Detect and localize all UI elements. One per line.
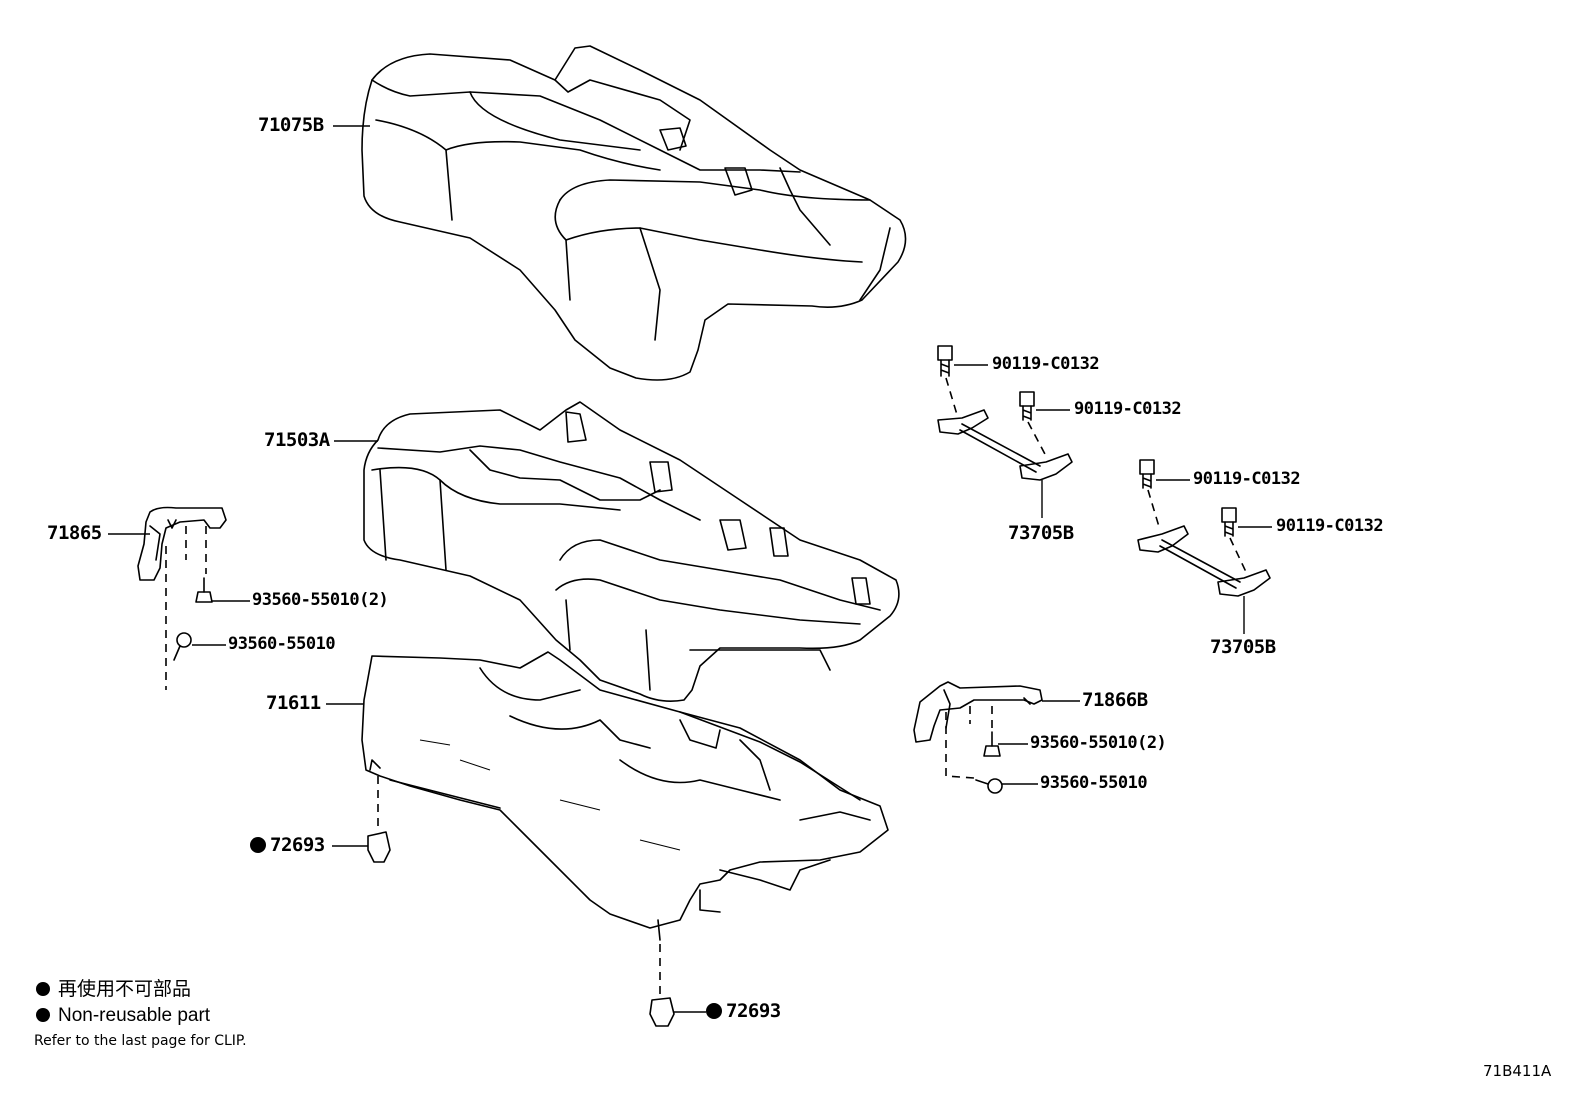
non-reusable-marker-icon bbox=[36, 982, 50, 996]
screw-right-lower bbox=[975, 778, 1003, 794]
leader-lines bbox=[108, 125, 1272, 1013]
label-lock-2: 73705B bbox=[1210, 636, 1276, 658]
label-screw-left-lower: 93560-55010 bbox=[228, 634, 336, 654]
legend-en-text: Non-reusable part bbox=[58, 1005, 211, 1026]
install-lines bbox=[165, 377, 1247, 996]
label-hinge-left: 71865 bbox=[47, 522, 102, 544]
bolt-3 bbox=[1139, 459, 1155, 489]
clip-left-code: 72693 bbox=[270, 834, 325, 856]
legend-jp-text: 再使用不可部品 bbox=[58, 979, 192, 1000]
label-bolt-3: 90119-C0132 bbox=[1193, 469, 1301, 489]
non-reusable-marker-icon bbox=[36, 1008, 50, 1022]
diagram-code: 71B411A bbox=[1483, 1062, 1552, 1080]
clip-left bbox=[367, 831, 391, 863]
label-seat-pad: 71503A bbox=[264, 429, 330, 451]
label-lock-1: 73705B bbox=[1008, 522, 1074, 544]
clip-bottom bbox=[649, 919, 675, 1027]
clip-note: Refer to the last page for CLIP. bbox=[34, 1033, 247, 1049]
hinge-right bbox=[913, 681, 1043, 743]
label-clip-bottom: 72693 bbox=[706, 1002, 781, 1021]
seat-cushion-pad bbox=[363, 401, 900, 702]
non-reusable-marker-icon bbox=[250, 837, 266, 853]
seat-cushion-frame bbox=[361, 651, 889, 929]
seat-lock-1 bbox=[937, 409, 1073, 481]
legend-jp: 再使用不可部品 bbox=[36, 980, 191, 999]
label-screw-right-lower: 93560-55010 bbox=[1040, 773, 1148, 793]
screw-left-upper bbox=[195, 577, 213, 603]
bolt-4 bbox=[1221, 507, 1237, 537]
screw-right-upper bbox=[983, 731, 1001, 757]
bolt-2 bbox=[1019, 391, 1035, 421]
label-seat-frame: 71611 bbox=[266, 692, 321, 714]
legend-en: Non-reusable part bbox=[36, 1006, 210, 1025]
bolt-1 bbox=[937, 345, 953, 377]
clip-bottom-code: 72693 bbox=[726, 1000, 781, 1022]
label-bolt-2: 90119-C0132 bbox=[1074, 399, 1182, 419]
label-bolt-4: 90119-C0132 bbox=[1276, 516, 1384, 536]
hinge-left bbox=[137, 506, 227, 581]
label-seat-cover: 71075B bbox=[258, 114, 324, 136]
non-reusable-marker-icon bbox=[706, 1003, 722, 1019]
screw-left-lower bbox=[173, 632, 192, 661]
label-screw-right-upper: 93560-55010(2) bbox=[1030, 733, 1167, 753]
label-hinge-right: 71866B bbox=[1082, 689, 1148, 711]
label-screw-left-upper: 93560-55010(2) bbox=[252, 590, 389, 610]
label-clip-left: 72693 bbox=[250, 836, 325, 855]
seat-lock-2 bbox=[1137, 525, 1271, 597]
label-bolt-1: 90119-C0132 bbox=[992, 354, 1100, 374]
seat-cushion-cover bbox=[361, 45, 907, 381]
